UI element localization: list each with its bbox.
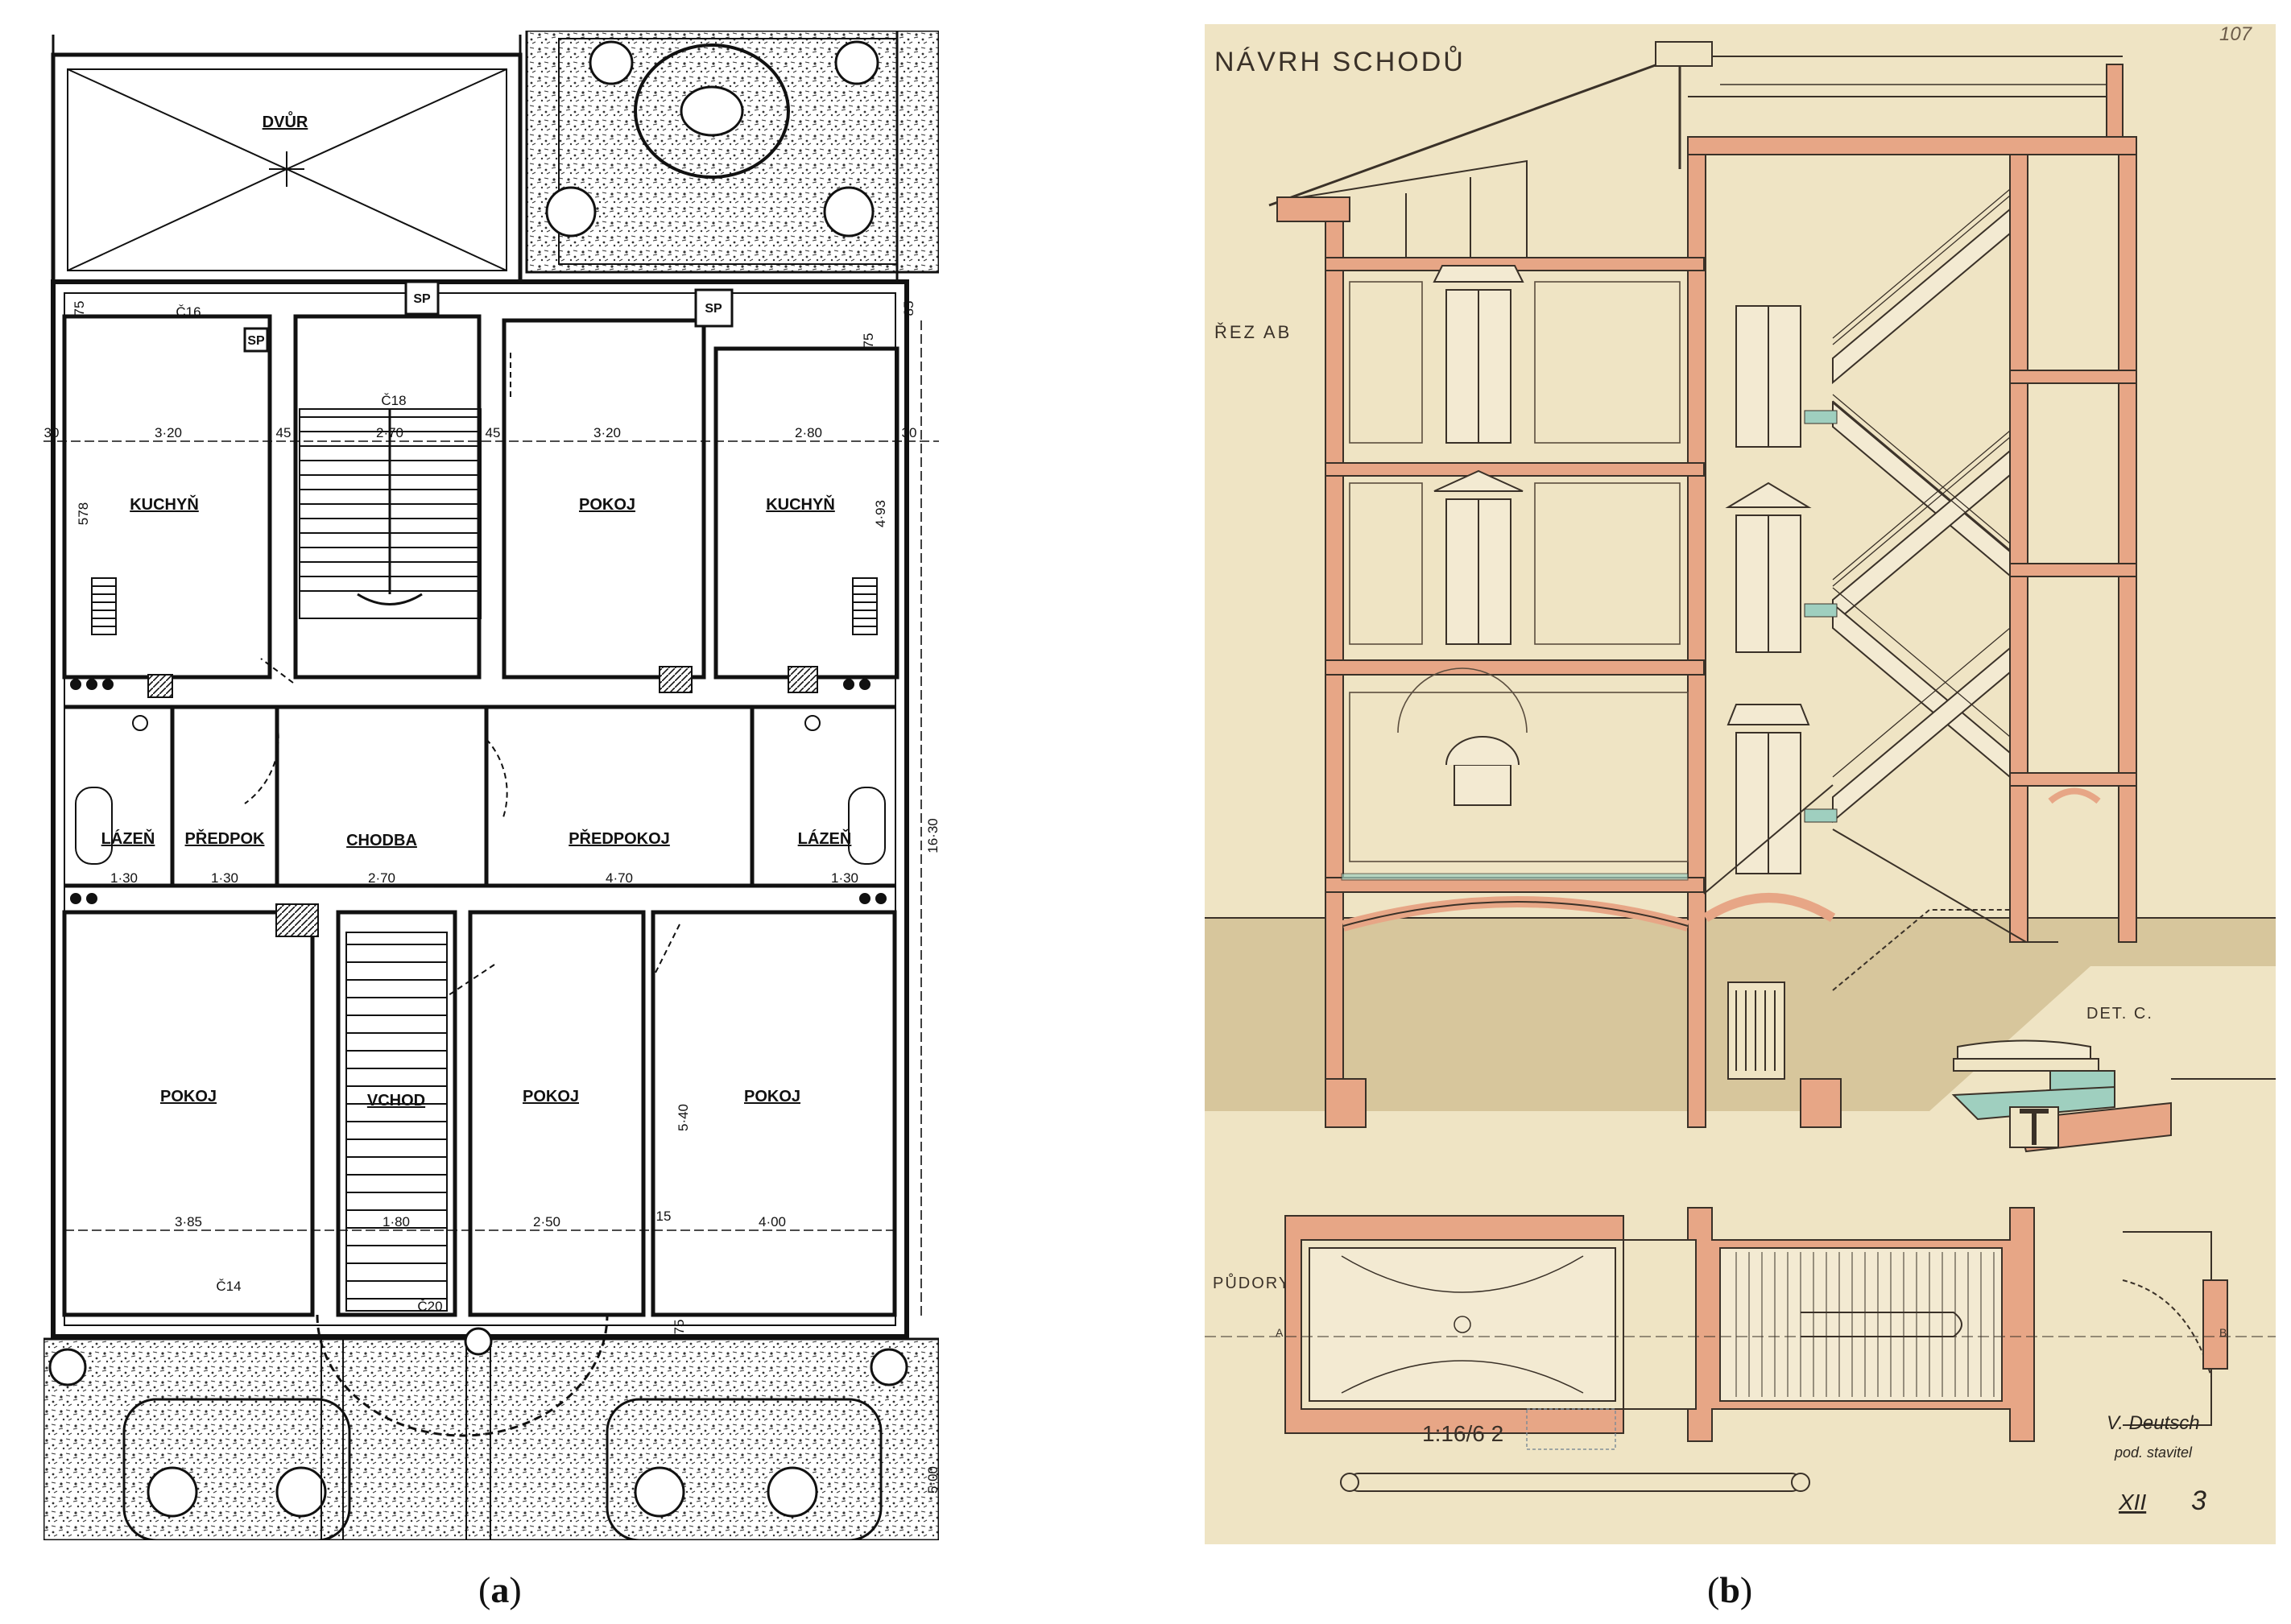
dim-250: 2·50 [533,1214,560,1229]
sp-shafts [243,280,734,353]
sheet-mark: XII [2118,1490,2146,1514]
teal-accents [1341,410,1838,881]
room-predpokoj-left: PŘEDPOK [185,829,265,848]
caption-a: (a) [478,1569,522,1610]
room-pokoj-bm: POKOJ [523,1088,579,1105]
room-predpokoj-right: PŘEDPOKOJ [569,829,670,848]
dim-270b: 2·70 [368,870,395,886]
room-lazen-left: LÁZEŇ [101,829,155,848]
stair-floor-plan [1205,1207,2276,1492]
dim-30a: 30 [44,425,60,440]
scale-text: 1:16/6 2 [1422,1421,1503,1446]
detail-label: DET. C. [2086,1005,2153,1023]
dim-30b: 30 [902,425,917,440]
signature-line-2: pod. stavitel [2114,1444,2193,1461]
room-chodba: CHODBA [346,832,417,849]
caption-a-letter: a [490,1569,510,1610]
room-lazen-right: LÁZEŇ [798,829,852,848]
room-kuchyn-right: KUCHYŇ [766,494,835,514]
entrance-steps [316,932,609,1437]
dim-130c: 1·30 [831,870,858,886]
garden-top [525,29,941,280]
staircase [299,408,482,619]
dim-15: 15 [656,1209,672,1224]
dim-540: 5·40 [676,1104,691,1131]
stair-railings [1832,188,2011,778]
detail-c [1951,1039,2276,1153]
masonry-walls [1276,136,2137,1128]
wall-panels [1349,281,1689,862]
room-vchod: VCHOD [367,1092,425,1110]
fixtures [70,577,887,904]
sheet-number: 3 [2191,1486,2206,1516]
dim-1630: 16·30 [925,818,939,853]
sp-label-3: SP [247,334,265,348]
dim-180: 1·80 [383,1214,410,1229]
dimension-texts: 3·20 45 2·70 45 3·20 2·80 30 30 578 4·93… [44,301,941,1494]
signature-line-1: V. Deutsch [2107,1412,2200,1434]
dim-470: 4·70 [606,870,633,886]
dim-85: 85 [901,301,916,316]
room-labels: DVŮR KUCHYŇ POKOJ KUCHYŇ LÁZEŇ PŘEDPOK C… [101,110,852,1110]
dim-280: 2·80 [795,425,822,440]
floor-plan-drawing: DVŮR KUCHYŇ POKOJ KUCHYŇ LÁZEŇ PŘEDPOK C… [42,29,962,1542]
dim-320b: 3·20 [593,425,621,440]
dim-c20: Č20 [417,1299,442,1314]
caption-b-letter: b [1719,1569,1740,1610]
room-dvur: DVŮR [263,110,308,131]
room-pokoj-br: POKOJ [744,1088,800,1105]
plan-point-a: A [1276,1326,1284,1339]
shaft-labels: SP SP SP [247,292,722,348]
dim-75b: 75 [861,333,876,349]
dim-130b: 1·30 [211,870,238,886]
courtyard [51,35,523,284]
floor-plan-panel: DVŮR KUCHYŇ POKOJ KUCHYŇ LÁZEŇ PŘEDPOK C… [42,29,962,1542]
room-pokoj-top: POKOJ [579,496,635,514]
stair-design-panel: NÁVRH SCHODŮ 107 ŘEZ AB DET. C. PŮDORYS [1205,23,2276,1544]
dim-500: 5·00 [925,1466,939,1494]
chimneys [147,666,818,937]
section-label: ŘEZ AB [1214,322,1292,342]
dim-130a: 1·30 [110,870,138,886]
room-pokoj-bl: POKOJ [160,1088,217,1105]
stair-design-drawing: NÁVRH SCHODŮ 107 ŘEZ AB DET. C. PŮDORYS [1205,23,2276,1544]
door-swings [244,353,680,998]
caption-b: (b) [1707,1569,1753,1610]
dim-493: 4·93 [873,500,888,527]
dim-75c: 75 [672,1320,687,1335]
garden-bottom [42,1337,941,1542]
plan-point-b: B [2219,1326,2227,1339]
dim-578: 578 [76,502,91,525]
dimension-lines [43,312,962,1540]
dim-c14: Č14 [216,1279,241,1294]
dim-c16: Č16 [176,304,201,320]
dim-385: 3·85 [175,1214,202,1229]
stamp [1526,1408,1616,1450]
roof [1268,41,2124,258]
dim-45b: 45 [486,425,501,440]
dim-45a: 45 [276,425,292,440]
vaults [1342,787,2101,932]
doors [1433,265,1812,1080]
room-kuchyn-left: KUCHYŇ [130,494,199,514]
dim-320a: 3·20 [155,425,182,440]
dim-270a: 2·70 [376,425,403,440]
dim-c18: Č18 [381,393,406,408]
drawing-title: NÁVRH SCHODŮ [1214,46,1466,77]
sp-label-2: SP [705,302,722,316]
dim-75a: 75 [72,301,87,316]
corner-number: 107 [2219,24,2253,45]
dim-400: 4·00 [759,1214,786,1229]
sp-label-1: SP [413,292,431,306]
